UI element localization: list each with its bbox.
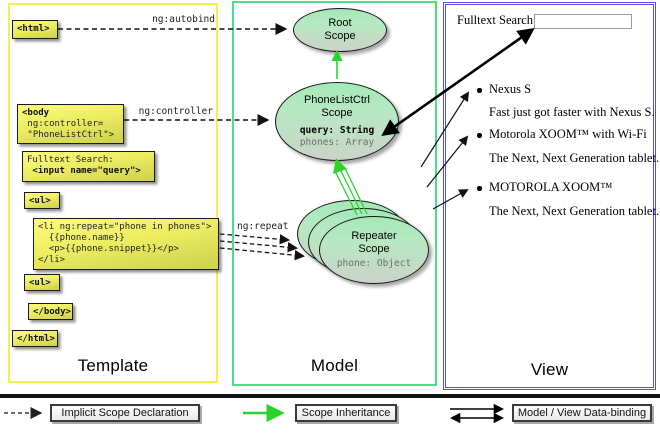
scope-title: Scope [321, 107, 353, 119]
code-text: <html> [17, 24, 50, 34]
view-panel-label: View [530, 360, 569, 379]
view-panel [443, 2, 656, 390]
scope-property: phone: Object [336, 258, 412, 269]
view-item-title: MOTOROLA XOOM™ [489, 180, 613, 194]
model-panel-label: Model [310, 356, 359, 375]
code-box-body-close: </body> [28, 303, 73, 320]
legend-divider [0, 394, 660, 398]
code-line: ng:controller= [22, 119, 104, 129]
code-line: <body [22, 108, 50, 118]
legend-label: Implicit Scope Declaration [61, 407, 189, 419]
fulltext-search-input[interactable] [534, 14, 632, 29]
view-item-desc: Fast just got faster with Nexus S. [489, 105, 655, 119]
view-item-desc: The Next, Next Generation tablet. [489, 151, 660, 165]
code-box-li-repeat: <li ng:repeat="phone in phones"> {{phone… [33, 218, 219, 270]
code-text: <ul> [29, 278, 51, 288]
view-item-title: Motorola XOOM™ with Wi-Fi [489, 127, 647, 141]
model-panel [232, 1, 437, 386]
ng-repeat-label: ng:repeat [237, 221, 289, 232]
scope-title: PhoneListCtrl [303, 94, 371, 106]
scope-title: Root [328, 17, 352, 29]
scope-title: Scope [324, 30, 356, 42]
legend-binding-arrow-icon [449, 403, 505, 424]
code-text: <ul> [29, 196, 51, 206]
code-line: Fulltext Search: [27, 155, 114, 165]
ng-controller-label: ng:controller [138, 106, 213, 117]
code-box-ul-open: <ul> [24, 192, 60, 209]
scope-property: query: String [299, 125, 375, 136]
legend-scope-inheritance: Scope Inheritance [295, 404, 397, 422]
code-box-body-open: <body ng:controller= "PhoneListCtrl"> [17, 104, 124, 144]
code-box-ul-close: <ul> [24, 274, 60, 291]
code-line: <input name="query"> [27, 166, 141, 176]
legend-model-view-data-binding: Model / View Data-binding [512, 404, 652, 422]
code-box-fulltext-input: Fulltext Search: <input name="query"> [22, 151, 155, 182]
bullet-dot [477, 88, 482, 93]
code-line: <p>{{phone.snippet}}</p> [38, 244, 179, 254]
ng-autobind-label: ng:autobind [152, 14, 215, 25]
legend-label: Scope Inheritance [301, 407, 391, 419]
view-item-title: Nexus S [489, 82, 532, 96]
scope-title: Scope [358, 243, 390, 255]
code-line: </li> [38, 255, 66, 265]
code-text: </html> [17, 334, 55, 344]
code-text: </body> [33, 307, 71, 317]
template-panel-label: Template [77, 356, 149, 375]
code-line: <li ng:repeat="phone in phones"> [38, 222, 212, 232]
legend-implicit-scope-declaration: Implicit Scope Declaration [50, 404, 200, 422]
code-box-html-close: </html> [12, 330, 58, 347]
bullet-dot [477, 186, 482, 191]
fulltext-search-label: Fulltext Search: [457, 13, 537, 27]
scope-property: phones: Array [299, 137, 375, 148]
view-item-desc: The Next, Next Generation tablet. [489, 204, 660, 218]
code-line: {{phone.name}} [38, 233, 125, 243]
legend-label: Model / View Data-binding [517, 407, 647, 419]
bullet-dot [477, 133, 482, 138]
code-line: "PhoneListCtrl"> [22, 130, 115, 140]
scope-title: Repeater [351, 230, 397, 242]
code-box-html-open: <html> [12, 20, 58, 39]
